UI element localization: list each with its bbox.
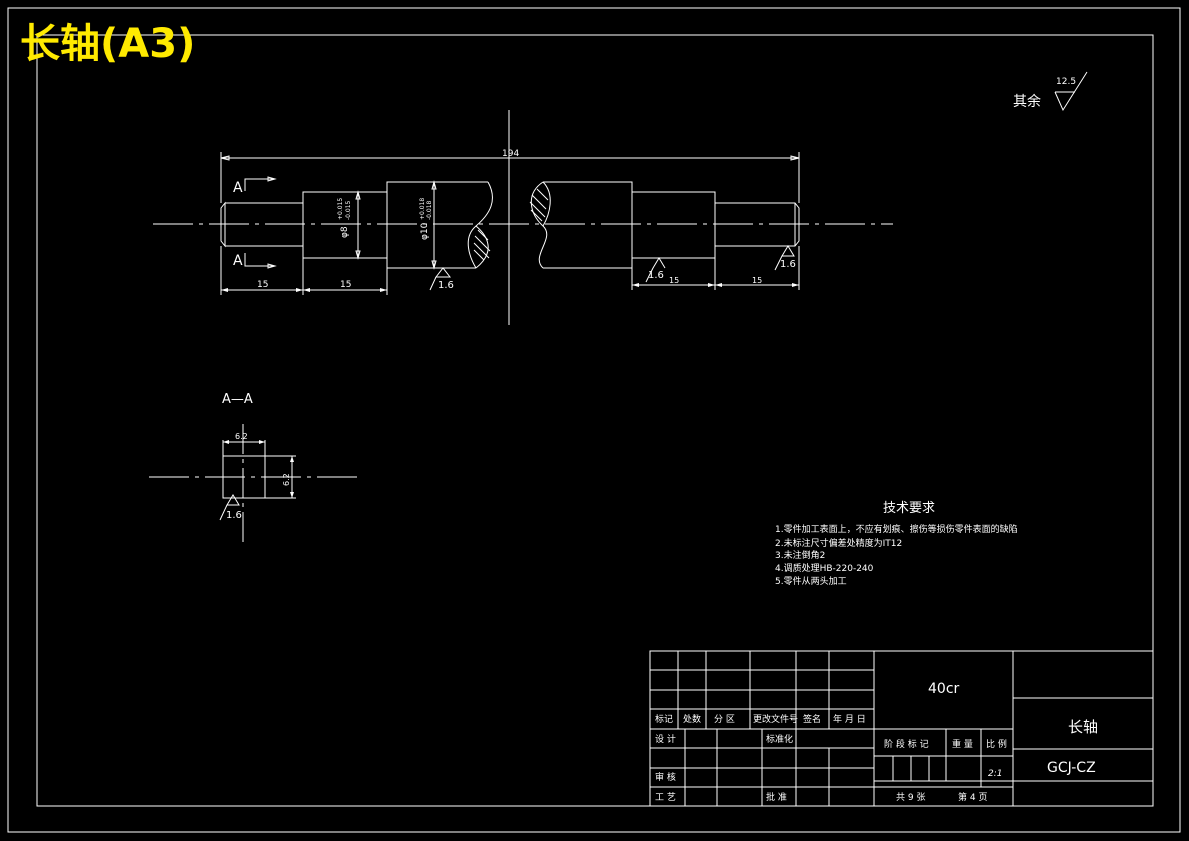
dia-10-tol-upper: +0.018 — [419, 198, 426, 220]
dia-8-tol-upper: +0.015 — [337, 198, 344, 220]
overall-length-dim: 194 — [502, 149, 519, 159]
inner-frame — [36, 34, 1154, 807]
roughness-a: 1.6 — [438, 280, 454, 291]
dia-8-dim: φ8 — [340, 226, 350, 238]
label-sheets: 共 9 张 — [896, 792, 925, 803]
roughness-label: 其余 — [1013, 93, 1041, 110]
label-stage-mark: 阶 段 标 记 — [884, 738, 929, 750]
dia-10-tol-lower: -0.018 — [426, 200, 433, 220]
tech-req-item: 2.未标注尺寸偏差处精度为IT12 — [775, 537, 902, 549]
dim-left-2: 15 — [340, 280, 351, 290]
outer-frame — [7, 7, 1181, 833]
technical-requirements: 技术要求 1.零件加工表面上，不应有划痕、擦伤等损伤零件表面的缺陷 2.未标注尺… — [775, 501, 1018, 587]
roughness-c: 1.6 — [780, 259, 796, 270]
section-mark-bottom: A — [233, 253, 243, 269]
roughness-note: 其余 12.5 — [1013, 71, 1088, 112]
section-dim-top: 6.2 — [235, 432, 248, 441]
label-weight: 重 量 — [952, 738, 973, 750]
label-process: 工 艺 — [655, 792, 676, 803]
label-sheet-no: 第 4 页 — [958, 791, 987, 803]
label-ratio: 比 例 — [986, 738, 1007, 750]
scale: 2:1 — [988, 769, 1002, 779]
part-name: 长轴 — [1068, 718, 1098, 736]
label-check: 审 核 — [655, 771, 676, 783]
section-roughness: 1.6 — [226, 510, 242, 521]
label-zone: 分 区 — [714, 714, 735, 725]
label-date: 年 月 日 — [833, 713, 866, 725]
tech-req-item: 5.零件从两头加工 — [775, 575, 847, 587]
dim-right-1: 15 — [669, 276, 679, 285]
section-mark-top: A — [233, 180, 243, 196]
roughness-b: 1.6 — [648, 270, 664, 281]
tech-req-item: 4.调质处理HB-220-240 — [775, 562, 874, 574]
label-sign: 签名 — [803, 713, 821, 725]
dim-right-2: 15 — [752, 276, 762, 285]
label-design: 设 计 — [655, 733, 676, 745]
dia-10-dim: φ10 — [420, 222, 430, 240]
label-approve: 批 准 — [766, 791, 787, 803]
dim-left-1: 15 — [257, 280, 268, 290]
section-view-label: A—A — [222, 392, 253, 407]
roughness-value: 12.5 — [1056, 77, 1076, 87]
tech-req-item: 1.零件加工表面上，不应有划痕、擦伤等损伤零件表面的缺陷 — [775, 523, 1018, 535]
label-change-doc: 更改文件号 — [753, 713, 798, 725]
tech-req-title: 技术要求 — [883, 501, 935, 516]
sheet-title: 长轴(A3) — [20, 21, 195, 67]
tech-req-item: 3.未注倒角2 — [775, 549, 825, 561]
section-dim-right: 6.2 — [282, 473, 291, 486]
dia-8-tol-lower: -0.015 — [345, 200, 352, 220]
label-standardize: 标准化 — [766, 733, 793, 745]
label-mark: 标记 — [655, 713, 673, 725]
shaft-main-view: 194 A A — [153, 110, 893, 325]
material: 40cr — [928, 681, 960, 697]
label-count: 处数 — [683, 713, 701, 725]
title-block: 标记 处数 分 区 更改文件号 签名 年 月 日 设 计 标准化 审 核 工 艺… — [649, 650, 1154, 807]
section-view-a-a: A—A 6.2 6.2 1.6 — [149, 392, 362, 545]
drawing-number: GCJ-CZ — [1047, 760, 1096, 776]
